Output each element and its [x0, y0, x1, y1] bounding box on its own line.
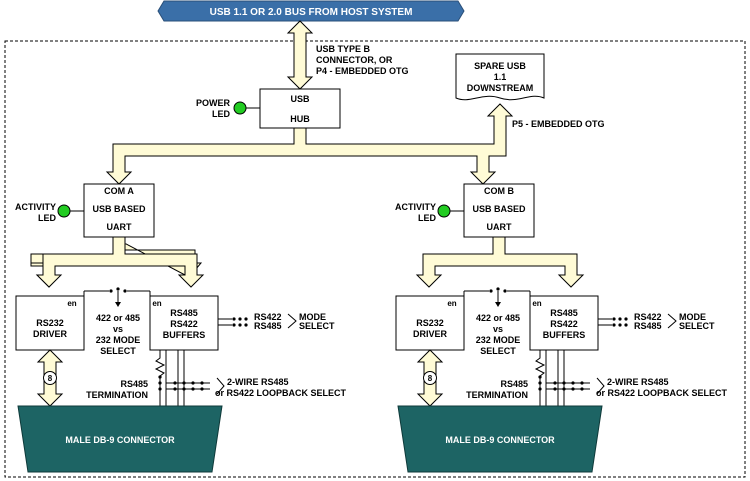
mode-select-a-opt2: RS485 [254, 321, 282, 331]
rs485-buffers-a-line2: RS422 [170, 319, 198, 329]
loopback-b-line1: 2-WIRE RS485 [607, 377, 669, 387]
rs485-buffers-b-box [529, 295, 599, 351]
connector-note-line2: CONNECTOR, OR [316, 55, 393, 65]
uart-a-box [83, 183, 155, 238]
rs485-buffers-a-en: en [152, 299, 161, 308]
usb-hub-line2: HUB [290, 114, 310, 124]
rs485-buffers-b-line3: BUFFERS [543, 330, 586, 340]
usb-hub-box [259, 88, 341, 129]
mode-note-a-line4: SELECT [100, 346, 136, 356]
uart-b-line2: USB BASED [472, 204, 526, 214]
mode-note-b-line1: 422 or 485 [476, 313, 520, 323]
mode-note-a-line3: 232 MODE [96, 335, 141, 345]
db9-connector-b [397, 405, 603, 473]
uart-b-box [463, 183, 535, 238]
termination-b-line2: TERMINATION [466, 390, 528, 400]
activity-led-a-icon [57, 204, 71, 218]
mode-note-b-line3: 232 MODE [476, 335, 521, 345]
mode-select-b-opt2: RS485 [634, 321, 662, 331]
uart-a-line1: COM A [104, 186, 134, 196]
p5-note: P5 - EMBEDDED OTG [512, 119, 605, 129]
loopback-a-line2: or RS422 LOOPBACK SELECT [215, 388, 347, 398]
uart-a-line2: USB BASED [92, 204, 146, 214]
db9-a-label: MALE DB-9 CONNECTOR [65, 435, 175, 445]
db9-b-label: MALE DB-9 CONNECTOR [445, 435, 555, 445]
power-led-icon [233, 101, 247, 115]
uart-b-to-drivers-bus [415, 236, 585, 288]
uart-a-line3: UART [107, 222, 132, 232]
activity-led-b-line1: ACTIVITY [395, 202, 436, 212]
usb-hub-line1: USB [290, 94, 310, 104]
loopback-b-line2: or RS422 LOOPBACK SELECT [596, 388, 728, 398]
activity-led-b-line2: LED [418, 213, 437, 223]
rs485-buffers-a-line3: BUFFERS [163, 330, 206, 340]
hub-downstream-bus [105, 103, 514, 185]
mode-note-b-line4: SELECT [480, 346, 516, 356]
connector-note-line3: P4 - EMBEDDED OTG [316, 66, 409, 76]
rs485-buffers-b-line1: RS485 [550, 308, 578, 318]
rs232-driver-b-box [395, 295, 465, 351]
rs485-buffers-b-en: en [532, 299, 541, 308]
mode-select-b-line1: MODE [679, 312, 706, 322]
rs232-driver-a-box [15, 295, 85, 351]
host-bus-banner: USB 1.1 OR 2.0 BUS FROM HOST SYSTEM [157, 0, 465, 22]
mode-select-b-line2: SELECT [679, 321, 715, 331]
mode-select-a-line1: MODE [299, 312, 326, 322]
rs232-driver-b-line1: RS232 [416, 318, 444, 328]
rs232-driver-a-line2: DRIVER [33, 329, 68, 339]
rs232-driver-b-line2: DRIVER [413, 329, 448, 339]
mode-note-a-line2: vs [113, 324, 123, 334]
mode-note-a-line1: 422 or 485 [96, 313, 140, 323]
spare-usb-line3: DOWNSTREAM [467, 83, 534, 93]
host-to-hub-bus [286, 20, 314, 90]
channel-a: ACTIVITY LED COM A USB BASED UART en RS2… [15, 183, 347, 473]
mode-note-b-line2: vs [493, 324, 503, 334]
activity-led-a-line1: ACTIVITY [15, 202, 56, 212]
termination-a-line2: TERMINATION [86, 390, 148, 400]
power-led-line1: POWER [196, 98, 231, 108]
channel-b: ACTIVITY LED COM B USB BASED UART en RS2… [395, 183, 728, 473]
host-bus-label: USB 1.1 OR 2.0 BUS FROM HOST SYSTEM [210, 7, 413, 18]
rs485-buffers-a-line1: RS485 [170, 308, 198, 318]
uart-b-line3: UART [487, 222, 512, 232]
bus-width-b-label: 8 [428, 374, 433, 383]
board-outline [4, 40, 746, 478]
spare-usb-line1: SPARE USB [474, 61, 526, 71]
db9-connector-a [17, 405, 223, 473]
bus-width-a-label: 8 [48, 374, 53, 383]
rs485-buffers-a-box [149, 295, 219, 351]
spare-usb-line2: 1.1 [494, 72, 507, 82]
termination-a-line1: RS485 [120, 379, 148, 389]
connector-note-line1: USB TYPE B [316, 44, 371, 54]
rs232-driver-a-line1: RS232 [36, 318, 64, 328]
mode-select-a-opt1: RS422 [254, 312, 282, 322]
loopback-a-line1: 2-WIRE RS485 [227, 377, 289, 387]
spare-usb-box [455, 53, 545, 101]
uart-b-line1: COM B [484, 186, 514, 196]
rs232-driver-a-en: en [67, 299, 76, 308]
bus-width-b-circle [423, 371, 437, 385]
activity-led-b-icon [437, 204, 451, 218]
termination-b-line1: RS485 [500, 379, 528, 389]
rs232-driver-b-en: en [447, 299, 456, 308]
power-led-line2: LED [212, 109, 231, 119]
rs485-buffers-b-line2: RS422 [550, 319, 578, 329]
bus-width-a-circle [43, 371, 57, 385]
activity-led-a-line2: LED [38, 213, 57, 223]
mode-select-a-line2: SELECT [299, 321, 335, 331]
mode-select-b-opt1: RS422 [634, 312, 662, 322]
